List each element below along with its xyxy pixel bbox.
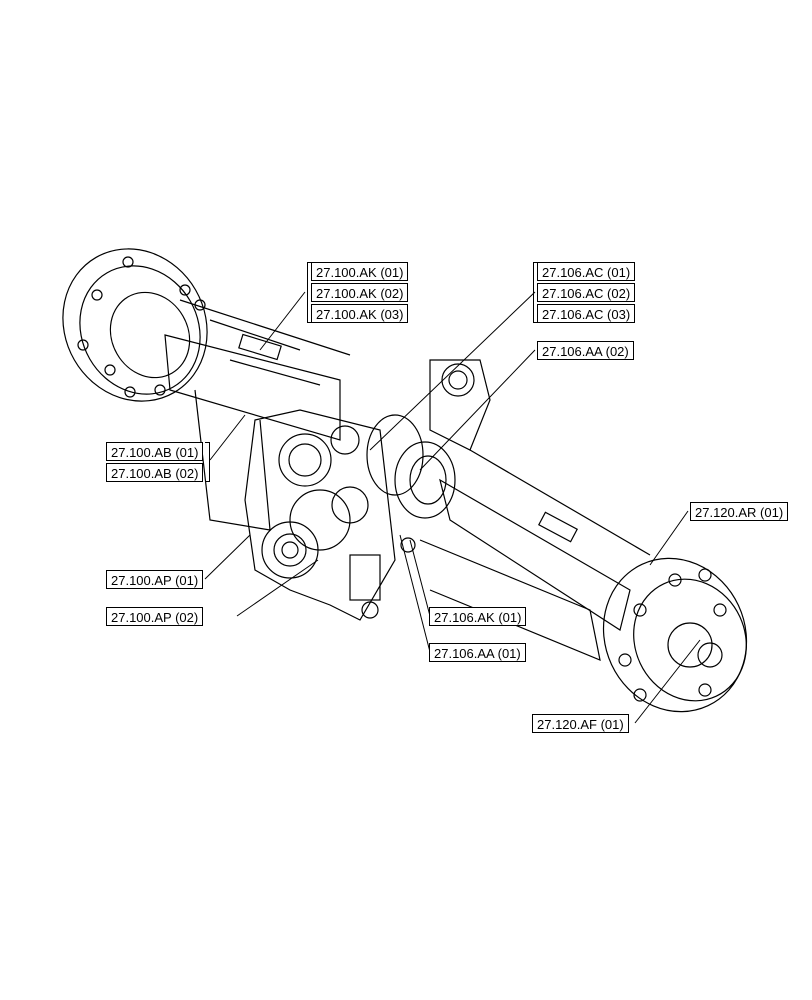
differential [366, 359, 491, 519]
callout-27-106-aa-01: 27.106.AA (01) [429, 643, 526, 662]
ab-bracket [205, 442, 210, 482]
callout-27-100-ap-02: 27.100.AP (02) [106, 607, 204, 626]
callout-27-106-aa-02: 27.106.AA (02) [537, 341, 634, 360]
leader-lines [204, 291, 701, 724]
callout-27-120-af-01: 27.120.AF (01) [532, 714, 629, 733]
callout-27-100-ab-02: 27.100.AB (02) [106, 463, 204, 482]
ac-bracket [533, 262, 538, 323]
right-wheel-hub [602, 557, 748, 713]
ak-bracket [307, 262, 312, 323]
callout-27-106-ak-01: 27.106.AK (01) [429, 607, 527, 626]
callout-27-106-ac-02: 27.106.AC (02) [537, 283, 636, 302]
callout-27-120-ar-01: 27.120.AR (01) [690, 502, 789, 521]
callout-27-106-ac-03: 27.106.AC (03) [537, 304, 636, 323]
callout-27-100-ap-01: 27.100.AP (01) [106, 570, 204, 589]
gearbox-housing [244, 409, 416, 621]
callout-27-100-ab-01: 27.100.AB (01) [106, 442, 204, 461]
left-wheel-hub [62, 248, 208, 402]
callout-27-100-ak-02: 27.100.AK (02) [311, 283, 409, 302]
callout-27-106-ac-01: 27.106.AC (01) [537, 262, 636, 281]
callout-27-100-ak-03: 27.100.AK (03) [311, 304, 409, 323]
callout-27-100-ak-01: 27.100.AK (01) [311, 262, 409, 281]
